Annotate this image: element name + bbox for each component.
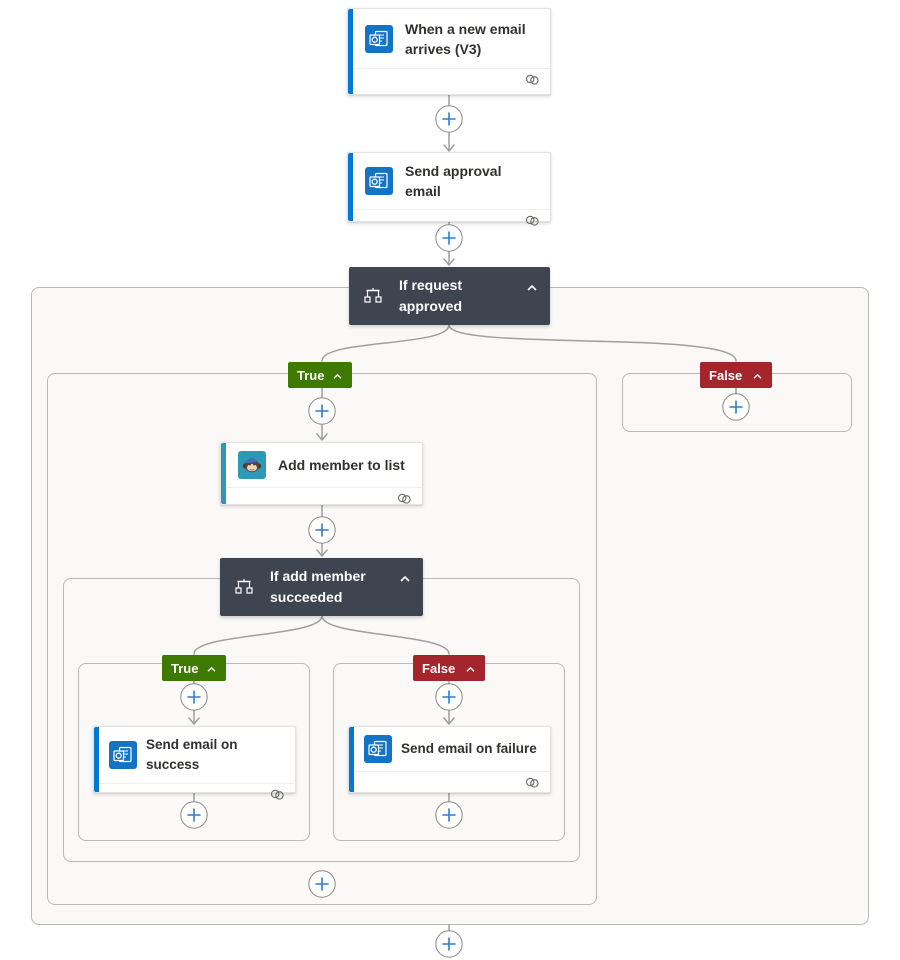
chevron-up-icon: [206, 661, 217, 676]
card-accent-bar: [349, 727, 354, 792]
badge-label: True: [171, 660, 199, 676]
insert-step-button[interactable]: [435, 930, 463, 958]
condition-card-if-add-member-succeeded[interactable]: If add member succeeded: [220, 558, 423, 616]
insert-step-button[interactable]: [308, 397, 336, 425]
insert-step-button[interactable]: [180, 683, 208, 711]
false-branch-badge[interactable]: False: [700, 362, 772, 388]
action-card-send-email-on-success[interactable]: Send email on success: [93, 726, 296, 800]
card-accent-bar: [348, 9, 353, 94]
insert-step-button[interactable]: [435, 683, 463, 711]
connection-link-icon: [525, 776, 540, 794]
card-title: Add member to list: [278, 457, 405, 473]
nested-true-branch-badge[interactable]: True: [162, 655, 226, 681]
condition-title: If add member succeeded: [270, 568, 366, 605]
outlook-icon: [364, 735, 392, 763]
true-branch-badge[interactable]: True: [288, 362, 352, 388]
insert-step-button[interactable]: [308, 516, 336, 544]
condition-icon: [234, 577, 254, 597]
chevron-up-icon[interactable]: [526, 279, 538, 297]
condition-icon: [363, 286, 383, 306]
connection-link-icon: [525, 214, 540, 232]
connection-link-icon: [397, 492, 412, 510]
connection-link-icon: [525, 73, 540, 91]
outlook-icon: [365, 167, 393, 195]
connection-link-icon: [270, 788, 285, 806]
badge-label: False: [422, 660, 456, 676]
outlook-icon: [365, 24, 393, 53]
action-card-send-email-on-failure[interactable]: Send email on failure: [348, 726, 551, 793]
action-card-send-approval-email[interactable]: Send approval email: [347, 152, 551, 226]
chevron-up-icon[interactable]: [399, 570, 411, 588]
insert-step-button[interactable]: [435, 224, 463, 252]
insert-step-button[interactable]: [435, 105, 463, 133]
card-title: When a new email arrives (V3): [405, 20, 526, 57]
card-title: Send email on success: [146, 737, 238, 772]
trigger-card-when-new-email-arrives[interactable]: When a new email arrives (V3): [347, 8, 551, 95]
card-accent-bar: [94, 727, 99, 792]
outlook-icon: [109, 741, 137, 769]
mailchimp-icon: [238, 451, 266, 479]
badge-label: True: [297, 367, 325, 383]
insert-step-button[interactable]: [180, 801, 208, 829]
condition-card-if-request-approved[interactable]: If request approved: [349, 267, 550, 325]
chevron-up-icon: [332, 368, 343, 383]
insert-step-button[interactable]: [722, 393, 750, 421]
chevron-up-icon: [752, 368, 763, 383]
action-card-add-member-to-list[interactable]: Add member to list: [220, 442, 423, 505]
insert-step-button[interactable]: [435, 801, 463, 829]
card-title: Send approval email: [405, 163, 502, 199]
card-title: Send email on failure: [401, 741, 537, 756]
chevron-up-icon: [465, 661, 476, 676]
card-accent-bar: [221, 443, 226, 504]
nested-false-branch-badge[interactable]: False: [413, 655, 485, 681]
badge-label: False: [709, 367, 743, 383]
card-accent-bar: [348, 153, 353, 221]
insert-step-button[interactable]: [308, 870, 336, 898]
condition-title: If request approved: [399, 277, 463, 314]
